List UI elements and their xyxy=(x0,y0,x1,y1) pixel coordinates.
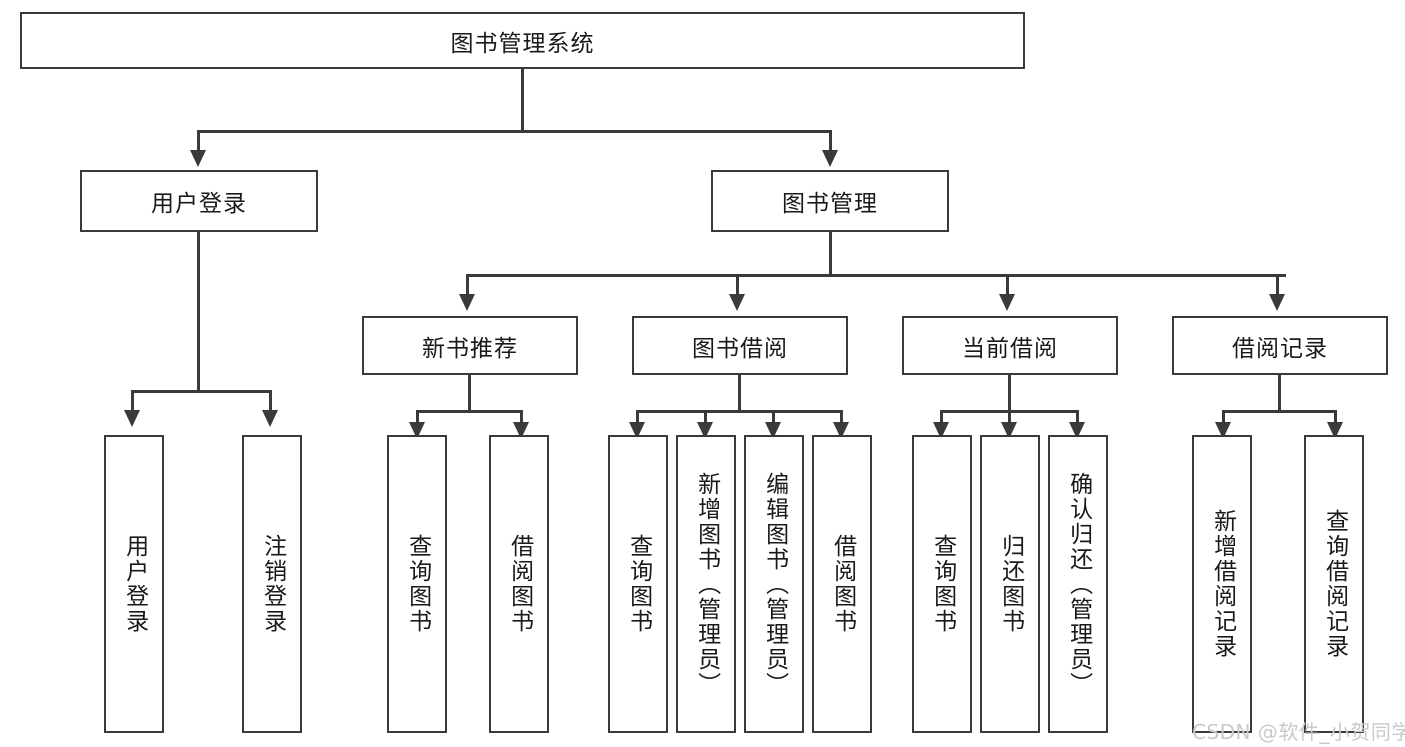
node-current-borrow[interactable]: 当前借阅 xyxy=(902,316,1118,375)
edge-user-login-leaf-2 xyxy=(269,390,272,412)
node-label: 图书借阅 xyxy=(692,335,788,362)
edge-new-book-leaf-1 xyxy=(416,410,419,426)
edge-book-borrow-leaf-2 xyxy=(704,410,707,426)
arrow-icon-book-borrow-leaf-1 xyxy=(629,422,645,439)
leaf-new-book-query[interactable]: 查询图书 xyxy=(387,435,447,733)
node-label: 查询借阅记录 xyxy=(1321,509,1348,659)
edge-new-book-bus xyxy=(416,410,523,413)
edge-borrow-record-leaf-2 xyxy=(1334,410,1337,426)
edge-to-new-book xyxy=(466,274,469,296)
leaf-book-borrow-lend[interactable]: 借阅图书 xyxy=(812,435,872,733)
node-book-management[interactable]: 图书管理 xyxy=(711,170,949,232)
edge-to-user-login xyxy=(197,130,200,152)
edge-user-login-bus xyxy=(131,390,271,393)
edge-current-borrow-leaf-1 xyxy=(940,410,943,426)
node-label: 借阅图书 xyxy=(506,534,533,634)
edge-borrow-record-leaf-1 xyxy=(1222,410,1225,426)
leaf-book-borrow-query[interactable]: 查询图书 xyxy=(608,435,668,733)
leaf-book-borrow-edit[interactable]: 编辑图书（管理员） xyxy=(744,435,804,733)
node-user-login[interactable]: 用户登录 xyxy=(80,170,318,232)
node-book-borrow[interactable]: 图书借阅 xyxy=(632,316,848,375)
node-label: 确认归还（管理员） xyxy=(1065,471,1092,697)
leaf-current-borrow-confirm[interactable]: 确认归还（管理员） xyxy=(1048,435,1108,733)
node-label: 当前借阅 xyxy=(962,335,1058,362)
arrow-icon-new-book xyxy=(459,294,475,311)
arrow-icon-new-book-leaf-2 xyxy=(513,422,529,439)
arrow-icon-current-borrow xyxy=(999,294,1015,311)
edge-new-book-leaf-2 xyxy=(520,410,523,426)
node-label: 查询图书 xyxy=(404,534,431,634)
node-label: 新书推荐 xyxy=(422,335,518,362)
arrow-icon-book-borrow-leaf-4 xyxy=(833,422,849,439)
edge-borrow-record-stem xyxy=(1278,375,1281,410)
edge-level3-bus xyxy=(466,274,1286,277)
node-label: 借阅图书 xyxy=(829,534,856,634)
edge-level2-bus xyxy=(197,130,832,133)
edge-user-login-leaf-1 xyxy=(131,390,134,412)
node-label: 编辑图书（管理员） xyxy=(761,471,788,697)
edge-to-book-manage xyxy=(829,130,832,152)
leaf-borrow-record-query[interactable]: 查询借阅记录 xyxy=(1304,435,1364,733)
edge-root-stem xyxy=(521,69,524,130)
node-label: 注销登录 xyxy=(259,534,286,634)
edge-new-book-stem xyxy=(468,375,471,410)
arrow-icon-book-borrow-leaf-2 xyxy=(697,422,713,439)
node-label: 借阅记录 xyxy=(1232,335,1328,362)
node-label: 新增借阅记录 xyxy=(1209,509,1236,659)
node-label: 用户登录 xyxy=(121,534,148,634)
node-label: 归还图书 xyxy=(997,534,1024,634)
arrow-icon-current-borrow-leaf-1 xyxy=(933,422,949,439)
leaf-user-login-logout[interactable]: 注销登录 xyxy=(242,435,302,733)
arrow-icon-book-borrow xyxy=(729,294,745,311)
arrow-icon-user-login-leaf-2 xyxy=(262,410,278,427)
edge-to-book-borrow xyxy=(736,274,739,296)
edge-book-borrow-leaf-1 xyxy=(636,410,639,426)
leaf-current-borrow-return[interactable]: 归还图书 xyxy=(980,435,1040,733)
leaf-current-borrow-query[interactable]: 查询图书 xyxy=(912,435,972,733)
edge-user-login-stem xyxy=(197,232,200,390)
edge-current-borrow-leaf-2 xyxy=(1008,410,1011,426)
arrow-icon-borrow-record-leaf-1 xyxy=(1215,422,1231,439)
node-label: 查询图书 xyxy=(929,534,956,634)
leaf-user-login-login[interactable]: 用户登录 xyxy=(104,435,164,733)
node-label: 用户登录 xyxy=(151,191,247,217)
edge-book-borrow-bus xyxy=(636,410,842,413)
arrow-icon-new-book-leaf-1 xyxy=(409,422,425,439)
arrow-icon-user-login-leaf-1 xyxy=(124,410,140,427)
edge-to-borrow-record xyxy=(1276,274,1279,296)
csdn-watermark: CSDN @软件_小贺同学 xyxy=(1192,720,1405,744)
arrow-icon-user-login xyxy=(190,150,206,167)
leaf-borrow-record-add[interactable]: 新增借阅记录 xyxy=(1192,435,1252,733)
arrow-icon-borrow-record-leaf-2 xyxy=(1327,422,1343,439)
node-label: 查询图书 xyxy=(625,534,652,634)
node-label: 图书管理 xyxy=(782,191,878,217)
leaf-book-borrow-add[interactable]: 新增图书（管理员） xyxy=(676,435,736,733)
leaf-new-book-borrow[interactable]: 借阅图书 xyxy=(489,435,549,733)
edge-current-borrow-leaf-3 xyxy=(1076,410,1079,426)
arrow-icon-current-borrow-leaf-3 xyxy=(1069,422,1085,439)
arrow-icon-book-manage xyxy=(822,150,838,167)
edge-borrow-record-bus xyxy=(1222,410,1337,413)
edge-current-borrow-stem xyxy=(1008,375,1011,410)
node-new-book-recommend[interactable]: 新书推荐 xyxy=(362,316,578,375)
arrow-icon-book-borrow-leaf-3 xyxy=(765,422,781,439)
arrow-icon-borrow-record xyxy=(1269,294,1285,311)
edge-book-manage-stem xyxy=(829,232,832,274)
node-root-system[interactable]: 图书管理系统 xyxy=(20,12,1025,69)
node-label: 图书管理系统 xyxy=(450,30,595,57)
edge-book-borrow-stem xyxy=(738,375,741,410)
edge-book-borrow-leaf-3 xyxy=(772,410,775,426)
node-label: 新增图书（管理员） xyxy=(693,471,720,697)
arrow-icon-current-borrow-leaf-2 xyxy=(1001,422,1017,439)
node-borrow-record[interactable]: 借阅记录 xyxy=(1172,316,1388,375)
edge-to-current-borrow xyxy=(1006,274,1009,296)
edge-book-borrow-leaf-4 xyxy=(840,410,843,426)
